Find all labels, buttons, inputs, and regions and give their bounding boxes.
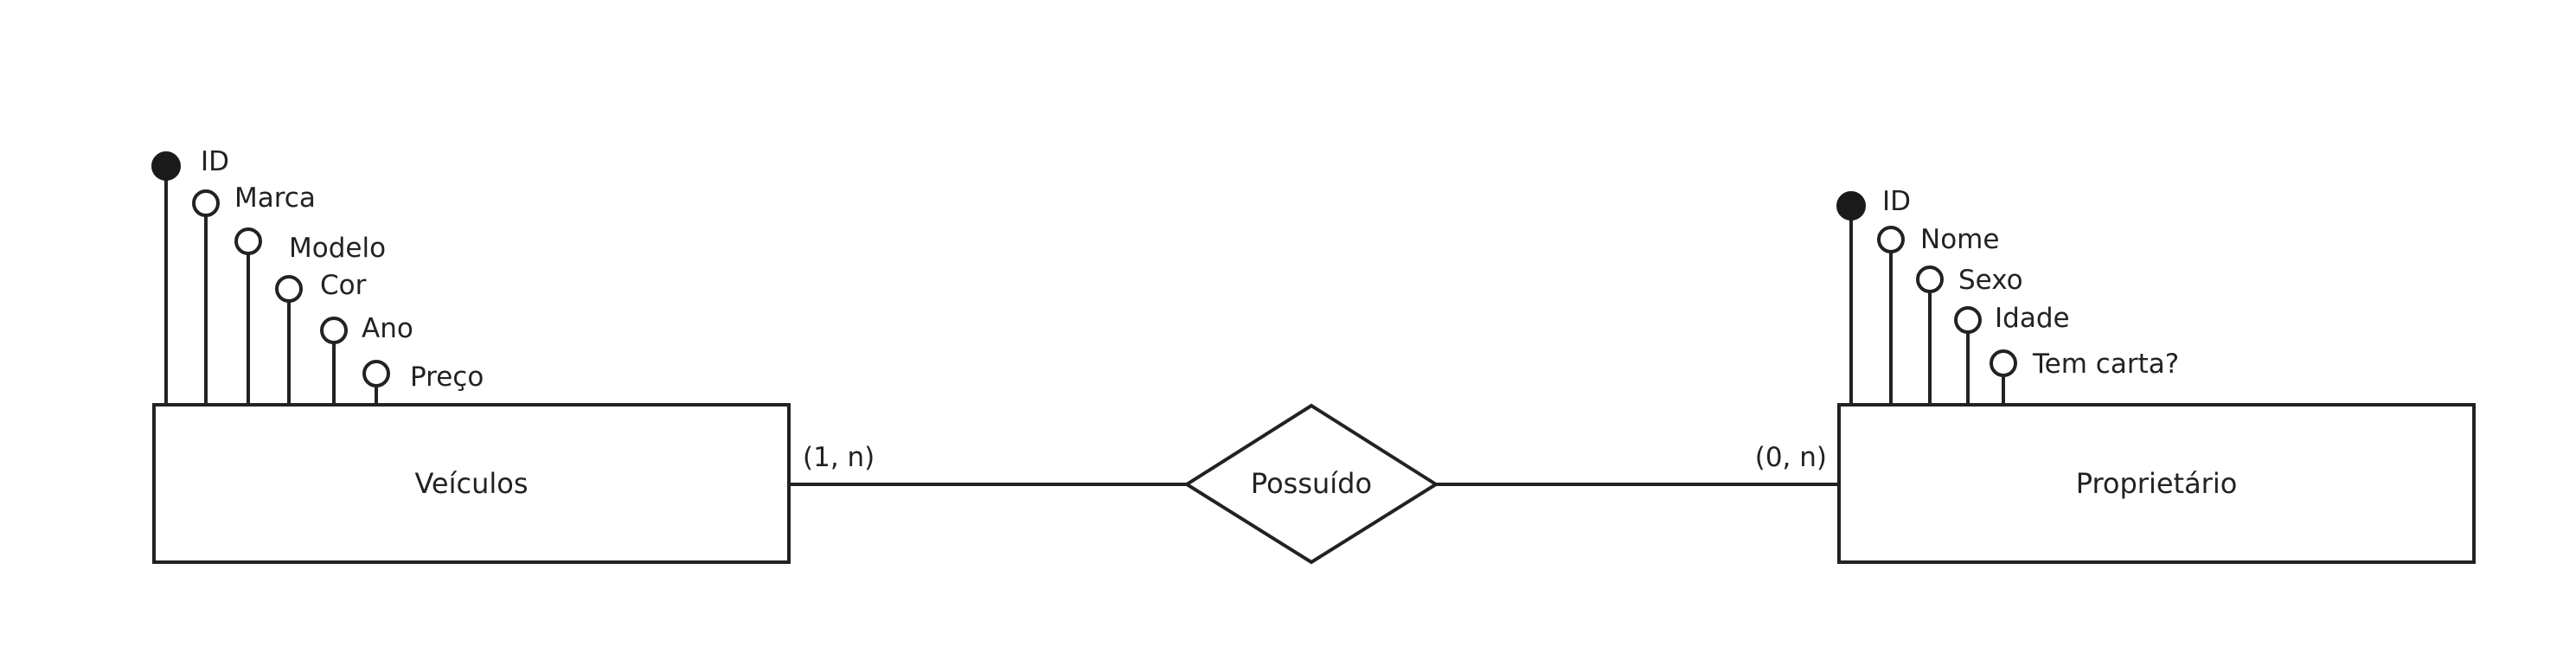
attribute-icon[interactable] bbox=[1877, 226, 1905, 253]
attr-label: Preço bbox=[410, 362, 484, 393]
attr-label: ID bbox=[201, 146, 229, 177]
attribute-icon[interactable] bbox=[1990, 349, 2017, 377]
attr-label: Cor bbox=[320, 270, 367, 301]
attribute-icon[interactable] bbox=[234, 227, 262, 255]
relationship-possuido[interactable]: Possuído bbox=[1183, 403, 1439, 565]
attr-label: ID bbox=[1882, 186, 1911, 217]
cardinality-right: (0, n) bbox=[1755, 442, 1827, 473]
entity-proprietario-box[interactable] bbox=[1837, 403, 2476, 564]
attribute-icon[interactable] bbox=[275, 275, 303, 303]
attr-veiculos-modelo[interactable]: Modelo bbox=[234, 227, 386, 405]
attribute-icon[interactable] bbox=[1954, 306, 1982, 334]
attr-veiculos-ano[interactable]: Ano bbox=[320, 313, 413, 405]
attr-label: Idade bbox=[1995, 303, 2070, 334]
key-attribute-icon[interactable] bbox=[151, 151, 181, 181]
attr-veiculos-preco[interactable]: Preço bbox=[362, 360, 484, 405]
attribute-icon[interactable] bbox=[362, 360, 390, 387]
attr-proprietario-sexo[interactable]: Sexo bbox=[1916, 265, 2023, 405]
attr-label: Nome bbox=[1920, 224, 1999, 255]
cardinality-left: (1, n) bbox=[803, 442, 875, 473]
attr-veiculos-id[interactable]: ID bbox=[151, 146, 229, 405]
key-attribute-icon[interactable] bbox=[1836, 191, 1866, 221]
attribute-icon[interactable] bbox=[1916, 266, 1944, 293]
attr-label: Modelo bbox=[289, 233, 386, 264]
attr-label: Marca bbox=[234, 182, 316, 214]
attr-proprietario-idade[interactable]: Idade bbox=[1954, 303, 2070, 405]
attribute-icon[interactable] bbox=[320, 317, 348, 344]
attr-proprietario-id[interactable]: ID bbox=[1836, 186, 1911, 405]
attr-veiculos-marca[interactable]: Marca bbox=[192, 182, 316, 405]
attr-label: Tem carta? bbox=[2032, 349, 2179, 380]
entity-veiculos-box[interactable] bbox=[152, 403, 791, 564]
relationship-label: Possuído bbox=[1251, 467, 1372, 500]
entity-veiculos[interactable]: Veículos bbox=[152, 403, 791, 564]
attr-proprietario-nome[interactable]: Nome bbox=[1877, 224, 1999, 405]
attr-label: Sexo bbox=[1958, 265, 2023, 296]
entity-veiculos-label: Veículos bbox=[415, 467, 529, 500]
attr-veiculos-cor[interactable]: Cor bbox=[275, 270, 367, 405]
attr-proprietario-tem-carta[interactable]: Tem carta? bbox=[1990, 349, 2179, 405]
relationship-diamond[interactable] bbox=[1183, 403, 1439, 565]
attr-label: Ano bbox=[362, 313, 413, 344]
attribute-icon[interactable] bbox=[192, 189, 220, 217]
entity-proprietario-label: Proprietário bbox=[2076, 467, 2238, 500]
entity-proprietario[interactable]: Proprietário bbox=[1837, 403, 2476, 564]
